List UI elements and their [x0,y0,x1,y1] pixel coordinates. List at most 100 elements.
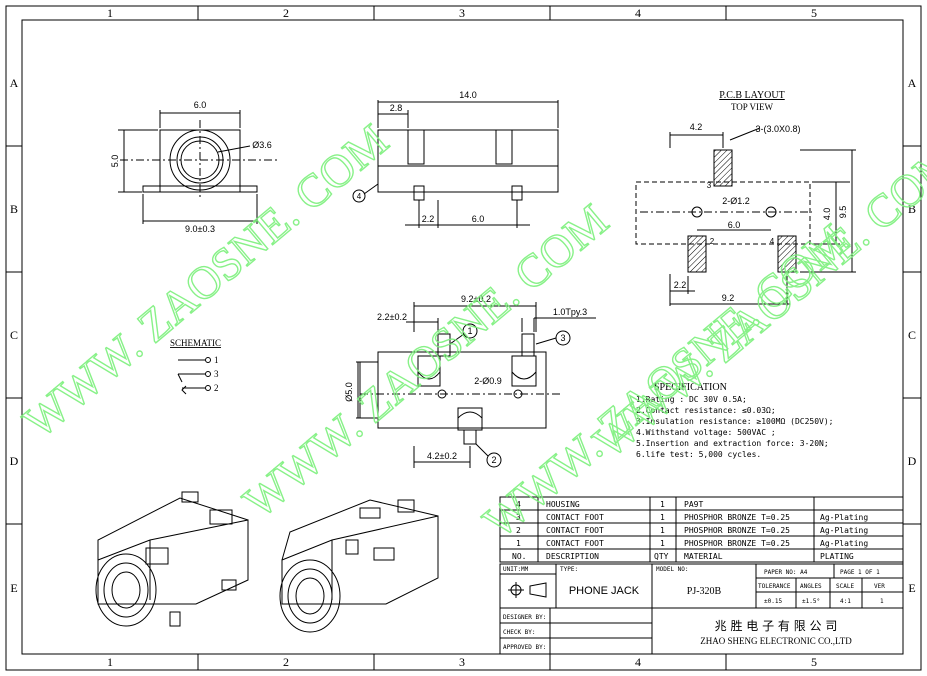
model-label: MODEL NO: [656,566,689,573]
dim-width: 6.0 [194,100,207,110]
tolerance-value: ±0.15 [764,598,782,605]
front-view-dims: 6.0 5.0 Ø3.6 9.0±0.3 [110,100,272,234]
spec-line: 3.Insulation resistance: ≥100MΩ (DC250V)… [636,417,833,426]
pin-4: 4 [770,237,775,246]
angles-label: ANGLES [800,583,822,590]
row-label: D [10,454,19,468]
pcb-layout-text: P.C.B LAYOUT TOP VIEW 4.2 3-(3.0X0.8) 2-… [674,90,848,303]
dim-92: 9.2±0.2 [461,294,491,304]
dim-42: 4.2 [690,122,703,132]
callout-3: 3 [560,333,565,343]
row-label: B [10,202,18,216]
company-cn: 兆 胜 电 子 有 限 公 司 [715,618,838,633]
row-label: C [908,328,916,342]
schematic-title: SCHEMATIC [170,338,221,348]
approved-by: APPROVED BY: [503,644,546,651]
dim-holes: 2-Ø1.2 [722,196,750,206]
iso-view-left [95,491,249,627]
spec-line: 4.Withstand voltage: 500VAC ; [636,428,776,437]
bom-material: PHOSPHOR BRONZE T=0.25 [684,513,790,522]
spec-title: SPECIFICATION [654,382,727,393]
col-label: 5 [811,6,817,20]
spec-line: 2.Contact resistance: ≤0.03Ω; [636,406,776,415]
bom-qty: 1 [660,500,665,509]
bom-qty: 1 [660,526,665,535]
page-no: PAGE 1 OF 1 [840,569,880,576]
col-label: 5 [811,655,817,669]
bom-no: 3 [516,513,521,522]
bom-plating: Ag-Plating [820,539,868,548]
bom-header-no: NO. [512,552,526,561]
model-value: PJ-320B [687,586,722,597]
type-label: TYPE: [560,566,578,573]
row-label: E [908,581,915,595]
bom-desc: CONTACT FOOT [546,526,604,535]
col-label: 1 [107,6,113,20]
dim-pads: 3-(3.0X0.8) [755,124,800,134]
unit-label: UNIT:MM [503,566,529,573]
side-view-dims: 14.0 2.8 2.2 6.0 4 [357,90,484,224]
dim-95: 9.5 [838,206,848,219]
bom-desc: CONTACT FOOT [546,513,604,522]
row-label: A [908,76,917,90]
designer-by: DESIGNER BY: [503,614,546,621]
col-label: 1 [107,655,113,669]
bom-desc: HOUSING [546,500,580,509]
dim-50: Ø5.0 [344,382,354,402]
callout-2: 2 [491,455,496,465]
check-by: CHECK BY: [503,629,536,636]
bom-qty: 1 [660,539,665,548]
col-label: 2 [283,6,289,20]
angles-value: ±1.5° [802,598,820,605]
title-block [499,563,904,655]
dim-length: 14.0 [459,90,477,100]
col-label: 2 [283,655,289,669]
front-view [118,110,280,224]
bom-header-qty: QTY [654,552,669,561]
dim-holes: 2-Ø0.9 [474,376,502,386]
schematic-pin: 1 [214,355,219,365]
title-block-text: UNIT:MM TYPE: PHONE JACK MODEL NO: PJ-32… [503,566,885,651]
bom-no: 2 [516,526,521,535]
bom-no: 4 [516,500,521,509]
col-label: 4 [635,655,641,669]
row-label: B [908,202,916,216]
bom-no: 1 [516,539,521,548]
spec-line: 1.Rating : DC 30V 0.5A; [636,395,747,404]
pin-3: 3 [707,181,712,190]
row-label: A [10,76,19,90]
bom-plating: Ag-Plating [820,513,868,522]
type-value: PHONE JACK [569,585,640,597]
tolerance-label: TOLERANCE [758,583,791,590]
pcb-layout [635,127,856,306]
watermark: WWW. ZAOSNE. COM [14,114,398,448]
spec-line: 5.Insertion and extraction force: 3-20N; [636,439,829,448]
side-view [352,100,559,228]
bom-desc: CONTACT FOOT [546,539,604,548]
pin-2: 2 [710,237,715,246]
schematic [177,357,211,395]
callout-4: 4 [357,192,362,201]
scale-value: 4:1 [840,598,851,605]
bom-text: 4 HOUSING 1 PA9T 3 CONTACT FOOT 1 PHOSPH… [512,500,868,561]
dim-10: 1.0Tpy.3 [553,307,587,317]
dim-42: 4.2±0.2 [427,451,457,461]
dim-offset: 2.8 [390,103,403,113]
company-en: ZHAO SHENG ELECTRONIC CO.,LTD [700,636,852,646]
specification: SPECIFICATION 1.Rating : DC 30V 0.5A; 2.… [636,382,833,459]
row-label: E [10,581,17,595]
schematic-pin: 2 [214,383,219,393]
schematic-pin: 3 [214,369,219,379]
bom-table [499,496,904,563]
row-label: D [908,454,917,468]
dim-pitch: 6.0 [728,220,741,230]
frame-labels: 1 2 3 4 5 1 2 3 4 5 A B C D E A B C D E [10,6,917,669]
col-label: 3 [459,6,465,20]
callout-1: 1 [467,326,472,336]
dim-base: 9.0±0.3 [185,224,215,234]
bom-material: PA9T [684,500,703,509]
bom-header-desc: DESCRIPTION [546,552,599,561]
paper-no: PAPER NO: A4 [764,569,808,576]
dim-hole: Ø3.6 [252,140,272,150]
